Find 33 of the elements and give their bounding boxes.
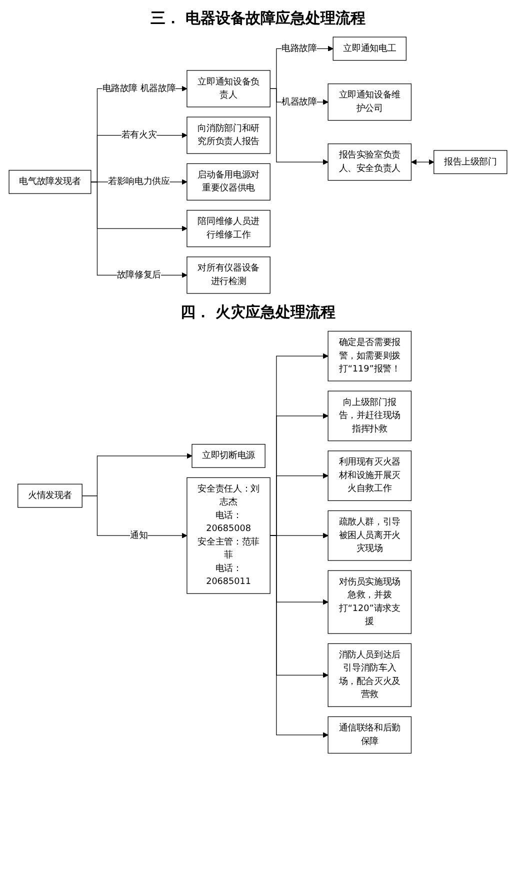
edge-label: 电路故障 (281, 43, 317, 54)
arrow (270, 535, 328, 738)
node-box: 确定是否需要报警，如需要则拨打“119”报警！ (328, 330, 412, 382)
node-box: 报告上级部门 (434, 150, 508, 174)
edge-label: 电路故障 机器故障 (102, 83, 176, 94)
node-box: 立即通知设备负责人 (186, 70, 270, 108)
node-box: 陪同维修人员进行维修工作 (186, 210, 270, 248)
node-box: 立即切断电源 (192, 444, 266, 468)
node-box: 报告实验室负责人、安全负责人 (328, 144, 412, 181)
node-box: 火情发现者 (18, 484, 82, 508)
node-box: 利用现有灭火器材和设施开展灭火自救工作 (328, 450, 412, 501)
section-heading: 三． 电器设备故障应急处理流程 (149, 8, 367, 29)
arrow (90, 182, 188, 278)
edge-label: 机器故障 (281, 96, 317, 107)
node-box: 对伤员实施现场急救，并拨打“120”请求支援 (328, 570, 412, 634)
node-box: 向消防部门和研究所负责人报告 (186, 116, 270, 154)
node-box: 电气故障发现者 (8, 170, 92, 194)
node-box: 启动备用电源对重要仪器供电 (186, 163, 270, 200)
node-box: 通信联络和后勤保障 (328, 716, 412, 754)
node-box: 安全责任人：刘志杰 电话：20685008 安全主管：范菲菲 电话：20685011 (186, 477, 270, 594)
node-box: 立即通知设备维护公司 (328, 84, 412, 121)
node-box: 疏散人群，引导被困人员离开火灾现场 (328, 510, 412, 561)
edge-label: 通知 (130, 530, 148, 540)
node-box: 立即通知电工 (332, 36, 406, 61)
edge-label: 若影响电力供应 (108, 176, 170, 187)
edge-label: 故障修复后 (116, 270, 161, 280)
edge-label: 若有火灾 (121, 130, 157, 140)
section-heading: 四． 火灾应急处理流程 (179, 302, 337, 322)
node-box: 消防人员到达后引导消防车入场，配合灭火及营救 (328, 643, 412, 707)
node-box: 对所有仪器设备进行检测 (186, 256, 270, 294)
node-box: 向上级部门报告，并赶往现场指挥扑救 (328, 390, 412, 442)
arrow (82, 495, 188, 538)
arrow (411, 159, 434, 165)
